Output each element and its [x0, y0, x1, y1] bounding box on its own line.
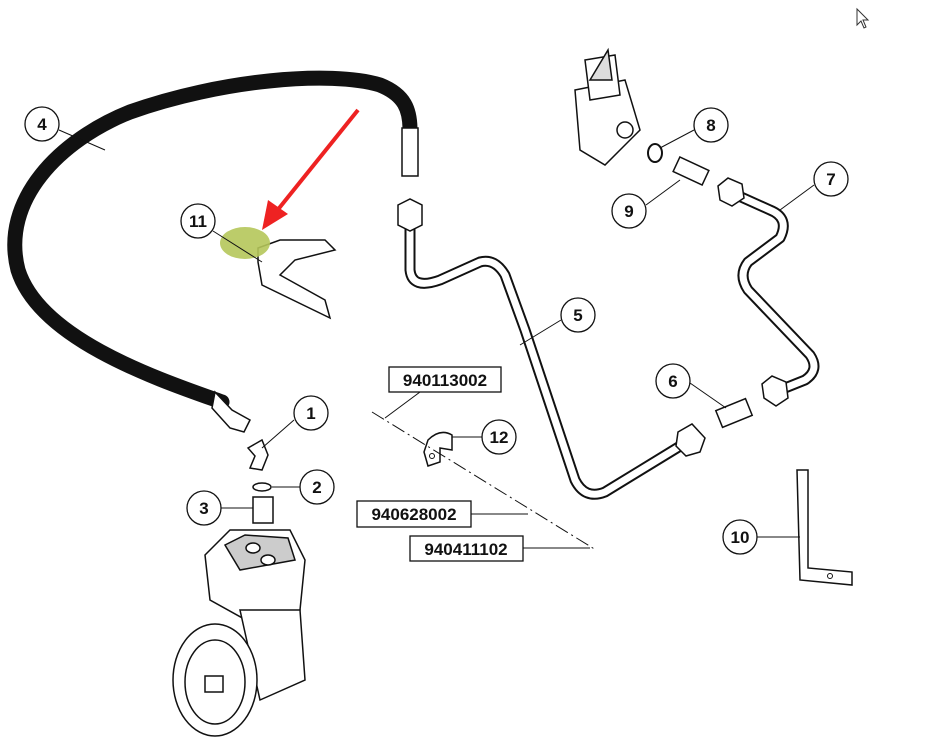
callout-5[interactable]: 5 [560, 297, 596, 333]
part-number-940411102[interactable]: 940411102 [409, 535, 524, 562]
callout-label: 5 [573, 306, 582, 325]
fitting-9 [672, 155, 710, 187]
tube-7-nut-bottom [761, 375, 789, 407]
callout-2[interactable]: 2 [299, 469, 335, 505]
tube-7-nut-top [717, 177, 745, 207]
callout-label: 8 [706, 116, 715, 135]
callout-11[interactable]: 11 [180, 203, 216, 239]
callout-1[interactable]: 1 [293, 395, 329, 431]
callout-7[interactable]: 7 [813, 161, 849, 197]
hose-4-fitting-bottom [211, 390, 251, 433]
part-number-label: 940628002 [371, 505, 456, 524]
bracket-10[interactable] [796, 469, 853, 586]
arrow-line [274, 108, 360, 214]
tube-5[interactable] [404, 219, 696, 500]
elbow-1 [246, 438, 269, 471]
leader-lines [58, 129, 815, 549]
compressor [172, 529, 306, 737]
arrow-head-icon [262, 200, 288, 230]
callout-10[interactable]: 10 [722, 519, 758, 555]
callout-label: 6 [668, 372, 677, 391]
callout-label: 9 [624, 202, 633, 221]
callout-6[interactable]: 6 [655, 363, 691, 399]
fitting-6 [714, 397, 754, 429]
callout-label: 4 [37, 115, 47, 134]
callout-label: 11 [189, 212, 207, 231]
hose-4-fitting-top [401, 127, 419, 177]
tube-7[interactable] [724, 186, 820, 398]
part-number-label: 940113002 [403, 371, 487, 390]
part-number-label: 940411102 [424, 540, 507, 559]
bracket-11[interactable] [257, 239, 337, 320]
part-number-940113002[interactable]: 940113002 [388, 366, 502, 393]
callout-label: 10 [731, 528, 750, 547]
mouse-pointer-icon [856, 7, 870, 29]
callout-8[interactable]: 8 [693, 107, 729, 143]
callout-4[interactable]: 4 [24, 106, 60, 142]
o-ring-8 [647, 143, 663, 163]
callout-9[interactable]: 9 [611, 193, 647, 229]
hose-4[interactable] [7, 70, 418, 410]
valve [574, 47, 641, 166]
clip-12[interactable] [423, 431, 453, 467]
adapter-3 [252, 496, 274, 524]
tube-5-nut-top [397, 198, 423, 232]
callout-label: 2 [312, 478, 321, 497]
callout-3[interactable]: 3 [186, 490, 222, 526]
callout-label: 7 [826, 170, 835, 189]
callout-label: 3 [199, 499, 208, 518]
highlight-marker [220, 227, 270, 259]
callout-label: 1 [306, 404, 315, 423]
dash-dot-line [371, 411, 597, 551]
part-number-940628002[interactable]: 940628002 [356, 500, 472, 528]
callout-12[interactable]: 12 [481, 419, 517, 455]
tube-5-nut-end [675, 423, 706, 457]
o-ring-2 [252, 482, 272, 492]
callout-label: 12 [490, 428, 509, 447]
